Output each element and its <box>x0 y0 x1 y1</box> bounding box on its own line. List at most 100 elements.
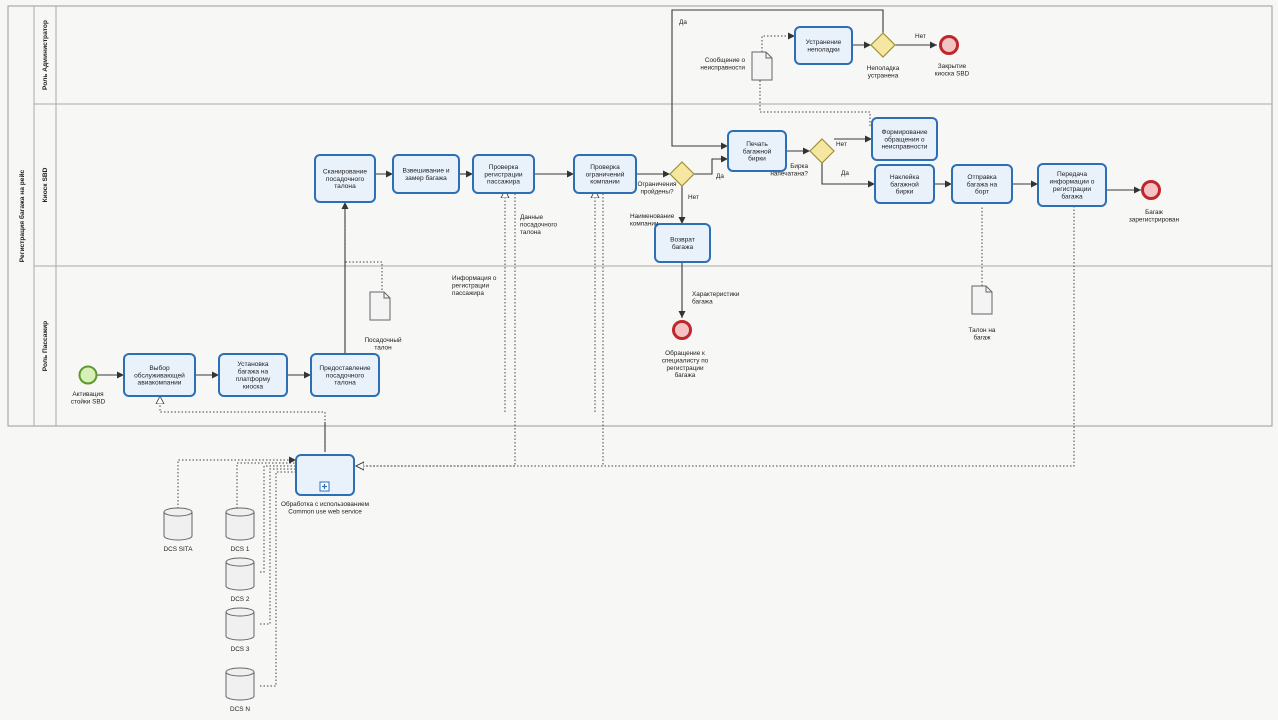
database-label: DCS N <box>230 706 250 713</box>
database-dcs3: DCS 3 <box>225 607 255 653</box>
database-label: DCS 2 <box>231 596 250 603</box>
end-event-circle[interactable] <box>672 320 692 340</box>
lane-title-passenger: Роль Пассажир <box>42 321 49 371</box>
start-event-circle[interactable] <box>78 365 98 385</box>
assoc-subprocess-check-passenger <box>356 190 516 466</box>
task-box[interactable] <box>871 117 938 161</box>
assoc-db-1 <box>236 462 296 512</box>
end-event-circle[interactable] <box>939 35 959 55</box>
task-box[interactable] <box>951 164 1013 204</box>
database-icon <box>225 507 255 541</box>
database-icon <box>225 667 255 701</box>
task-box[interactable] <box>314 154 376 203</box>
end-event-circle[interactable] <box>1141 180 1161 200</box>
task-box[interactable] <box>727 130 787 172</box>
database-icon <box>225 557 255 591</box>
label-yes-restrictions: Да <box>716 173 724 180</box>
document-fold <box>383 292 390 299</box>
database-dcs1: DCS 1 <box>225 507 255 553</box>
gateway-diamond[interactable] <box>870 32 896 58</box>
database-top <box>225 511 255 517</box>
pool-border <box>7 5 1273 427</box>
database-top <box>225 671 255 677</box>
database-icon <box>163 507 193 541</box>
task-box[interactable] <box>310 353 380 397</box>
task-box[interactable] <box>472 154 535 194</box>
lane-title-kiosk: Киоск SBD <box>42 167 49 202</box>
task-box[interactable] <box>123 353 196 397</box>
task-box[interactable] <box>1037 163 1107 207</box>
assoc-subprocess-choose <box>160 396 326 452</box>
assoc-doc-scan <box>344 202 383 290</box>
pool-title: Регистрация багажа на рейс <box>18 169 26 262</box>
database-dcsn: DCS N <box>225 667 255 713</box>
assoc-fault-doc <box>761 32 795 52</box>
assoc-check-airline-down <box>356 190 604 467</box>
document-icon <box>751 51 773 81</box>
database-top <box>225 611 255 617</box>
task-box[interactable] <box>392 154 460 194</box>
assoc-db-3 <box>260 468 296 625</box>
task-box[interactable] <box>218 353 288 397</box>
label-yes-fault: Да <box>679 19 687 26</box>
label-no-restrictions: Нет <box>688 194 699 201</box>
task-box[interactable] <box>654 223 711 263</box>
subprocess-box[interactable] <box>295 454 355 496</box>
lane-title-admin: Роль Администратор <box>42 20 49 90</box>
task-box[interactable] <box>573 154 637 194</box>
task-box[interactable] <box>874 164 935 204</box>
document-icon <box>369 291 391 321</box>
gateway-diamond[interactable] <box>809 138 835 164</box>
task-box[interactable] <box>794 26 853 65</box>
gateway-diamond[interactable] <box>669 161 695 187</box>
document-fold <box>765 52 772 59</box>
